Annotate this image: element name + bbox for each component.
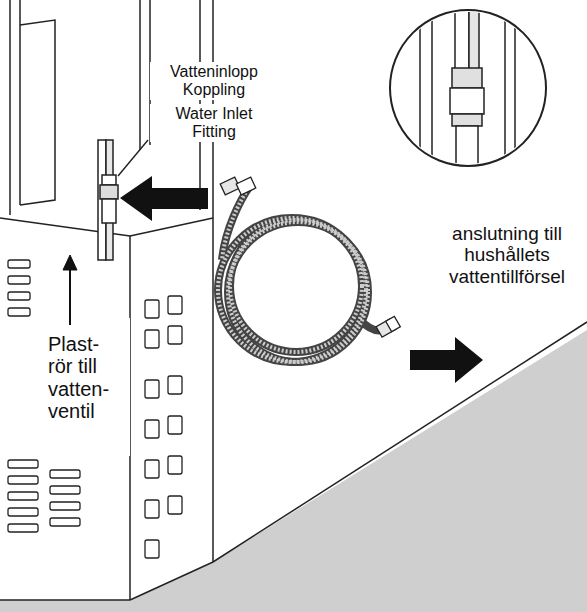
refrigerator-body [139, 0, 141, 150]
hose-coil [218, 218, 366, 362]
magnifier-detail [452, 68, 482, 88]
vent-grille [8, 508, 38, 516]
part-label: Vatteninlopp Koppling [150, 62, 278, 100]
part-label: Water Inlet Fitting [150, 104, 278, 142]
vent-grille [50, 502, 80, 510]
magnifier-detail [514, 0, 516, 180]
vent-grille [8, 476, 38, 484]
vent-grille [50, 470, 80, 478]
hose-fitting [220, 177, 400, 337]
part-label: Plast- rör till vatten- ventil [48, 333, 122, 423]
vent-grille [8, 260, 30, 268]
vent-grille [145, 460, 159, 478]
vent-grille [145, 500, 159, 518]
vent-grille [168, 496, 182, 514]
hose-fitting [386, 316, 401, 331]
vent-grille [8, 524, 38, 532]
vent-grille [8, 492, 38, 500]
leader-line [118, 140, 148, 176]
magnifier-detail [504, 0, 506, 180]
vent-grille [145, 380, 159, 398]
vent-grille [168, 376, 182, 394]
vent-grille [8, 308, 30, 316]
refrigerator-body [130, 562, 213, 600]
vent-grille [168, 416, 182, 434]
hose-coil [230, 220, 362, 352]
magnifier-detail [420, 0, 515, 186]
refrigerator-body [20, 20, 55, 205]
vent-grille [8, 460, 38, 468]
hose-coil [228, 222, 368, 362]
label-background-box [42, 318, 130, 456]
magnifier-detail [419, 0, 421, 180]
hose-fitting [236, 177, 256, 195]
arrow-left [120, 176, 208, 221]
arrow-right [410, 337, 483, 383]
magnifier-detail [390, 0, 546, 186]
vent-grille [8, 260, 182, 558]
arrow-up [69, 268, 71, 325]
arrow-up [63, 255, 77, 270]
vent-grille [145, 540, 159, 558]
magnifier-detail [450, 88, 484, 114]
magnifier-detail [431, 0, 433, 180]
refrigerator-body [19, 0, 21, 205]
arrow-up [63, 255, 77, 325]
hose-coil [218, 218, 366, 362]
hose-coil [222, 186, 250, 260]
vent-grille [8, 292, 30, 300]
vent-grille [50, 518, 80, 526]
vent-grille [168, 296, 182, 314]
vent-grille [8, 276, 30, 284]
connection-note: anslutning till hushållets vattentillför… [432, 222, 582, 288]
refrigerator-body [130, 218, 213, 236]
vent-grille [145, 330, 159, 348]
vent-grille [145, 420, 159, 438]
label-background-box [42, 318, 130, 456]
vent-grille [168, 326, 182, 344]
water-tubes [102, 199, 116, 223]
arrow-left [120, 176, 208, 221]
magnifier-detail [469, 5, 479, 75]
magnifier-detail [455, 5, 469, 75]
floor [0, 330, 587, 612]
arrow-right [410, 337, 483, 383]
water-tubes [100, 185, 118, 199]
water-tubes [98, 140, 118, 260]
magnifier-detail [456, 126, 478, 186]
refrigerator-body [9, 0, 11, 215]
vent-grille [145, 300, 159, 318]
water-tubes [102, 175, 116, 185]
magnifier-detail [452, 114, 482, 126]
hose-coil [218, 186, 382, 362]
leader-line [118, 140, 148, 176]
refrigerator-body [0, 599, 130, 601]
vent-grille [50, 486, 80, 494]
vent-grille [168, 456, 182, 474]
